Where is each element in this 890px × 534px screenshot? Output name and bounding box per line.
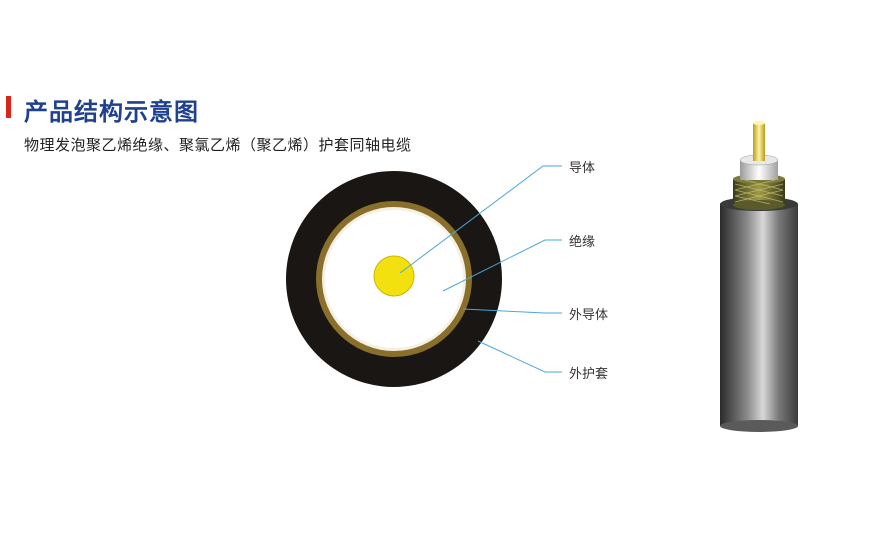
conductor-core [373, 255, 415, 297]
label-insulation: 绝缘 [569, 235, 596, 250]
label-outer-conductor: 外导体 [569, 308, 609, 323]
label-outer-jacket: 外护套 [569, 367, 609, 382]
leader-insulation [442, 239, 562, 292]
title-accent-bar [6, 96, 11, 118]
label-conductor: 导体 [569, 161, 596, 176]
page-title: 产品结构示意图 [24, 98, 199, 126]
leader-conductor [399, 165, 562, 274]
cross-section [286, 171, 502, 387]
leader-lines [399, 165, 562, 373]
page-subtitle: 物理发泡聚乙烯绝缘、聚氯乙烯（聚乙烯）护套同轴电缆 [24, 136, 412, 154]
leader-outer-conductor [462, 308, 562, 314]
cable-illustration [720, 121, 798, 432]
leader-outer-jacket [477, 340, 562, 373]
